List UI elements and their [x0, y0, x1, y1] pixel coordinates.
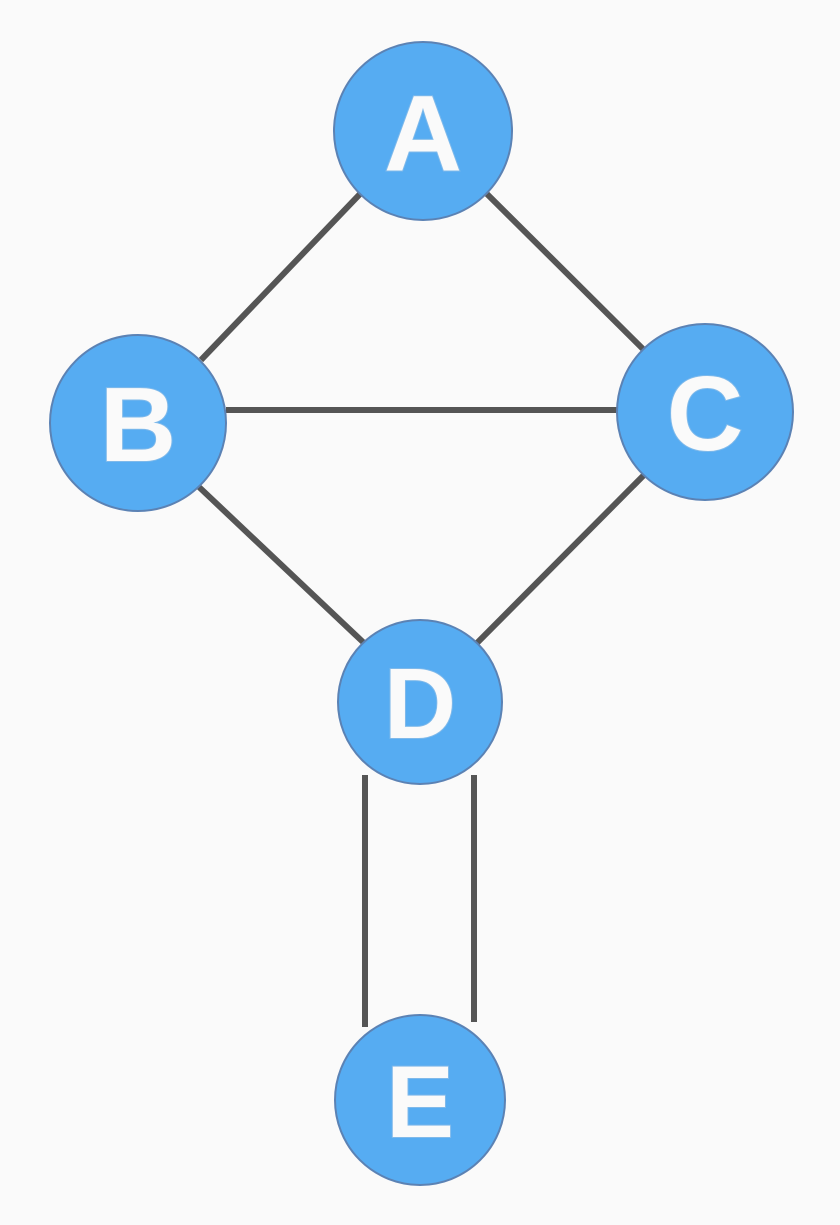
node-circle-e[interactable] [334, 1014, 506, 1186]
node-label-c: C [667, 355, 744, 473]
graph-node-a[interactable]: A [333, 41, 513, 221]
node-label-b: B [100, 366, 177, 484]
graph-node-d[interactable]: D [337, 619, 503, 785]
node-circle-b[interactable] [49, 334, 227, 512]
graph-node-c[interactable]: C [616, 323, 794, 501]
node-label-a: A [384, 73, 462, 194]
node-label-d: D [384, 648, 456, 760]
nodes-layer: A B C D E [49, 41, 794, 1186]
graph-node-b[interactable]: B [49, 334, 227, 512]
node-circle-a[interactable] [333, 41, 513, 221]
graph-edge-a-b[interactable] [198, 191, 363, 363]
graph-edge-b-d[interactable] [196, 484, 367, 646]
node-label-e: E [386, 1045, 454, 1159]
node-circle-c[interactable] [616, 323, 794, 501]
graph-edge-a-c[interactable] [484, 191, 647, 353]
node-circle-d[interactable] [337, 619, 503, 785]
graph-node-e[interactable]: E [334, 1014, 506, 1186]
graph-edge-c-d[interactable] [474, 471, 648, 646]
edges-layer [196, 191, 648, 1027]
